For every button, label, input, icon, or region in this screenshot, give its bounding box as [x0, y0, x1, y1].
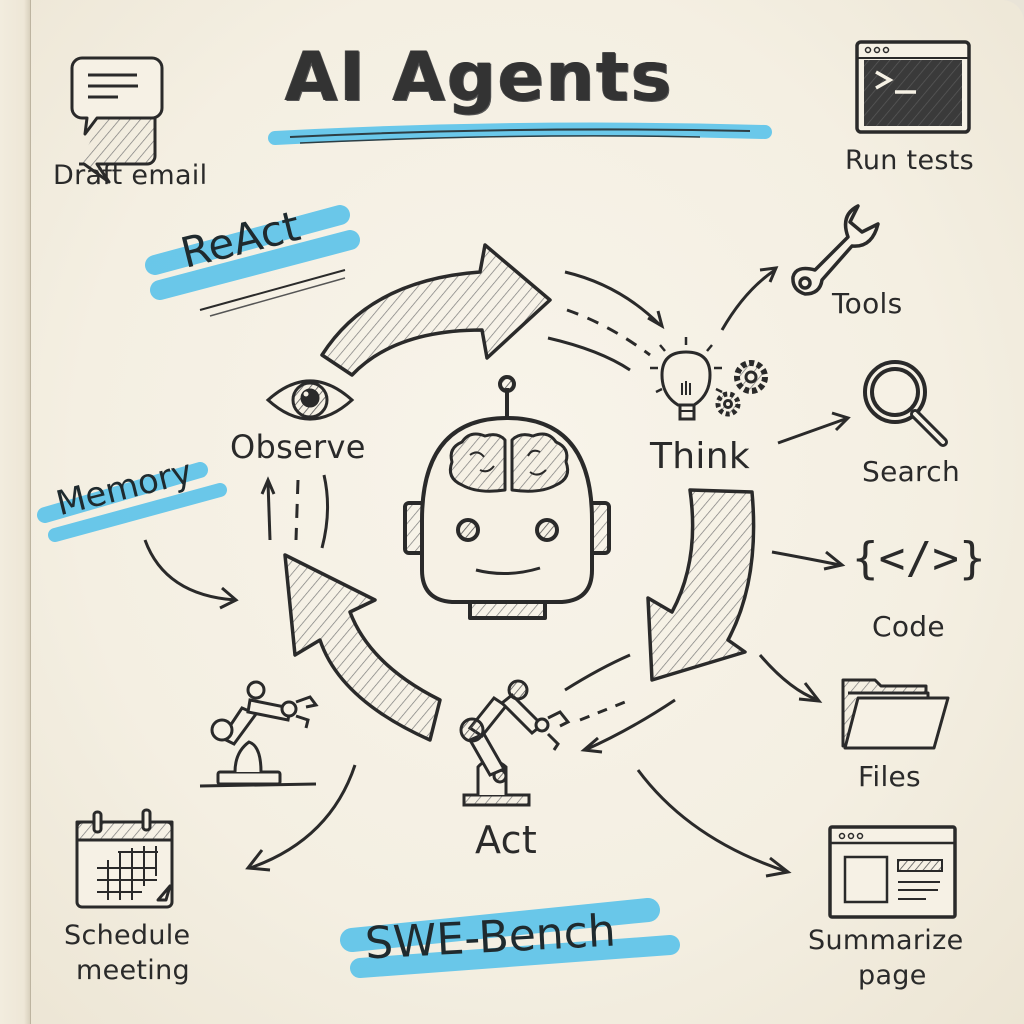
task-run-tests: Run tests: [845, 145, 974, 176]
calendar-icon: [75, 808, 174, 909]
tool-search-label: Search: [862, 455, 960, 488]
terminal-icon: [855, 40, 971, 134]
notebook-spine: [0, 0, 31, 1024]
title-underline: [268, 122, 772, 145]
lightbulb-icon: [650, 337, 723, 421]
robot-arm-icon-left: [199, 680, 319, 788]
browser-page-icon: [828, 825, 957, 919]
arrows-think-to-tools: [636, 266, 851, 878]
code-icon: {</>}: [852, 533, 986, 584]
act-label: Act: [475, 818, 538, 862]
tool-code-label: Code: [872, 610, 945, 643]
chat-bubbles-icon: [70, 56, 164, 184]
robot-arm-icon-act: [459, 679, 571, 807]
gears-icon: [715, 360, 768, 417]
wrench-icon: [791, 204, 880, 296]
cycle-arrow-act-to-observe: [283, 553, 442, 742]
task-summarize-page-line1: Summarize: [808, 925, 964, 956]
eye-icon: [265, 379, 355, 421]
arrow-to-schedule: [245, 764, 357, 872]
tool-files-label: Files: [858, 760, 921, 793]
cycle-arrow-think-to-act: [646, 488, 756, 682]
robot-head-icon: [403, 375, 611, 620]
folder-icon: [841, 678, 950, 750]
observe-label: Observe: [230, 428, 366, 466]
dashed-arrows-to-observe: [260, 474, 330, 549]
task-schedule-meeting-line2: meeting: [76, 955, 190, 986]
dashed-arrows-to-think: [547, 270, 665, 372]
tool-tools-label: Tools: [832, 287, 903, 320]
memory-arrow: [143, 539, 239, 610]
swe-bench-highlight: [340, 898, 680, 978]
magnifier-icon: [863, 360, 948, 447]
task-summarize-page-line2: page: [858, 960, 927, 991]
react-highlight: [145, 205, 360, 317]
memory-highlight: [37, 462, 227, 542]
task-draft-email: Draft email: [53, 160, 208, 191]
dashed-arrows-to-act: [564, 653, 676, 754]
think-label: Think: [650, 436, 750, 477]
cycle-arrow-observe-to-think: [320, 243, 552, 377]
page-title: AI Agents: [285, 38, 674, 117]
task-schedule-meeting-line1: Schedule: [64, 920, 191, 951]
